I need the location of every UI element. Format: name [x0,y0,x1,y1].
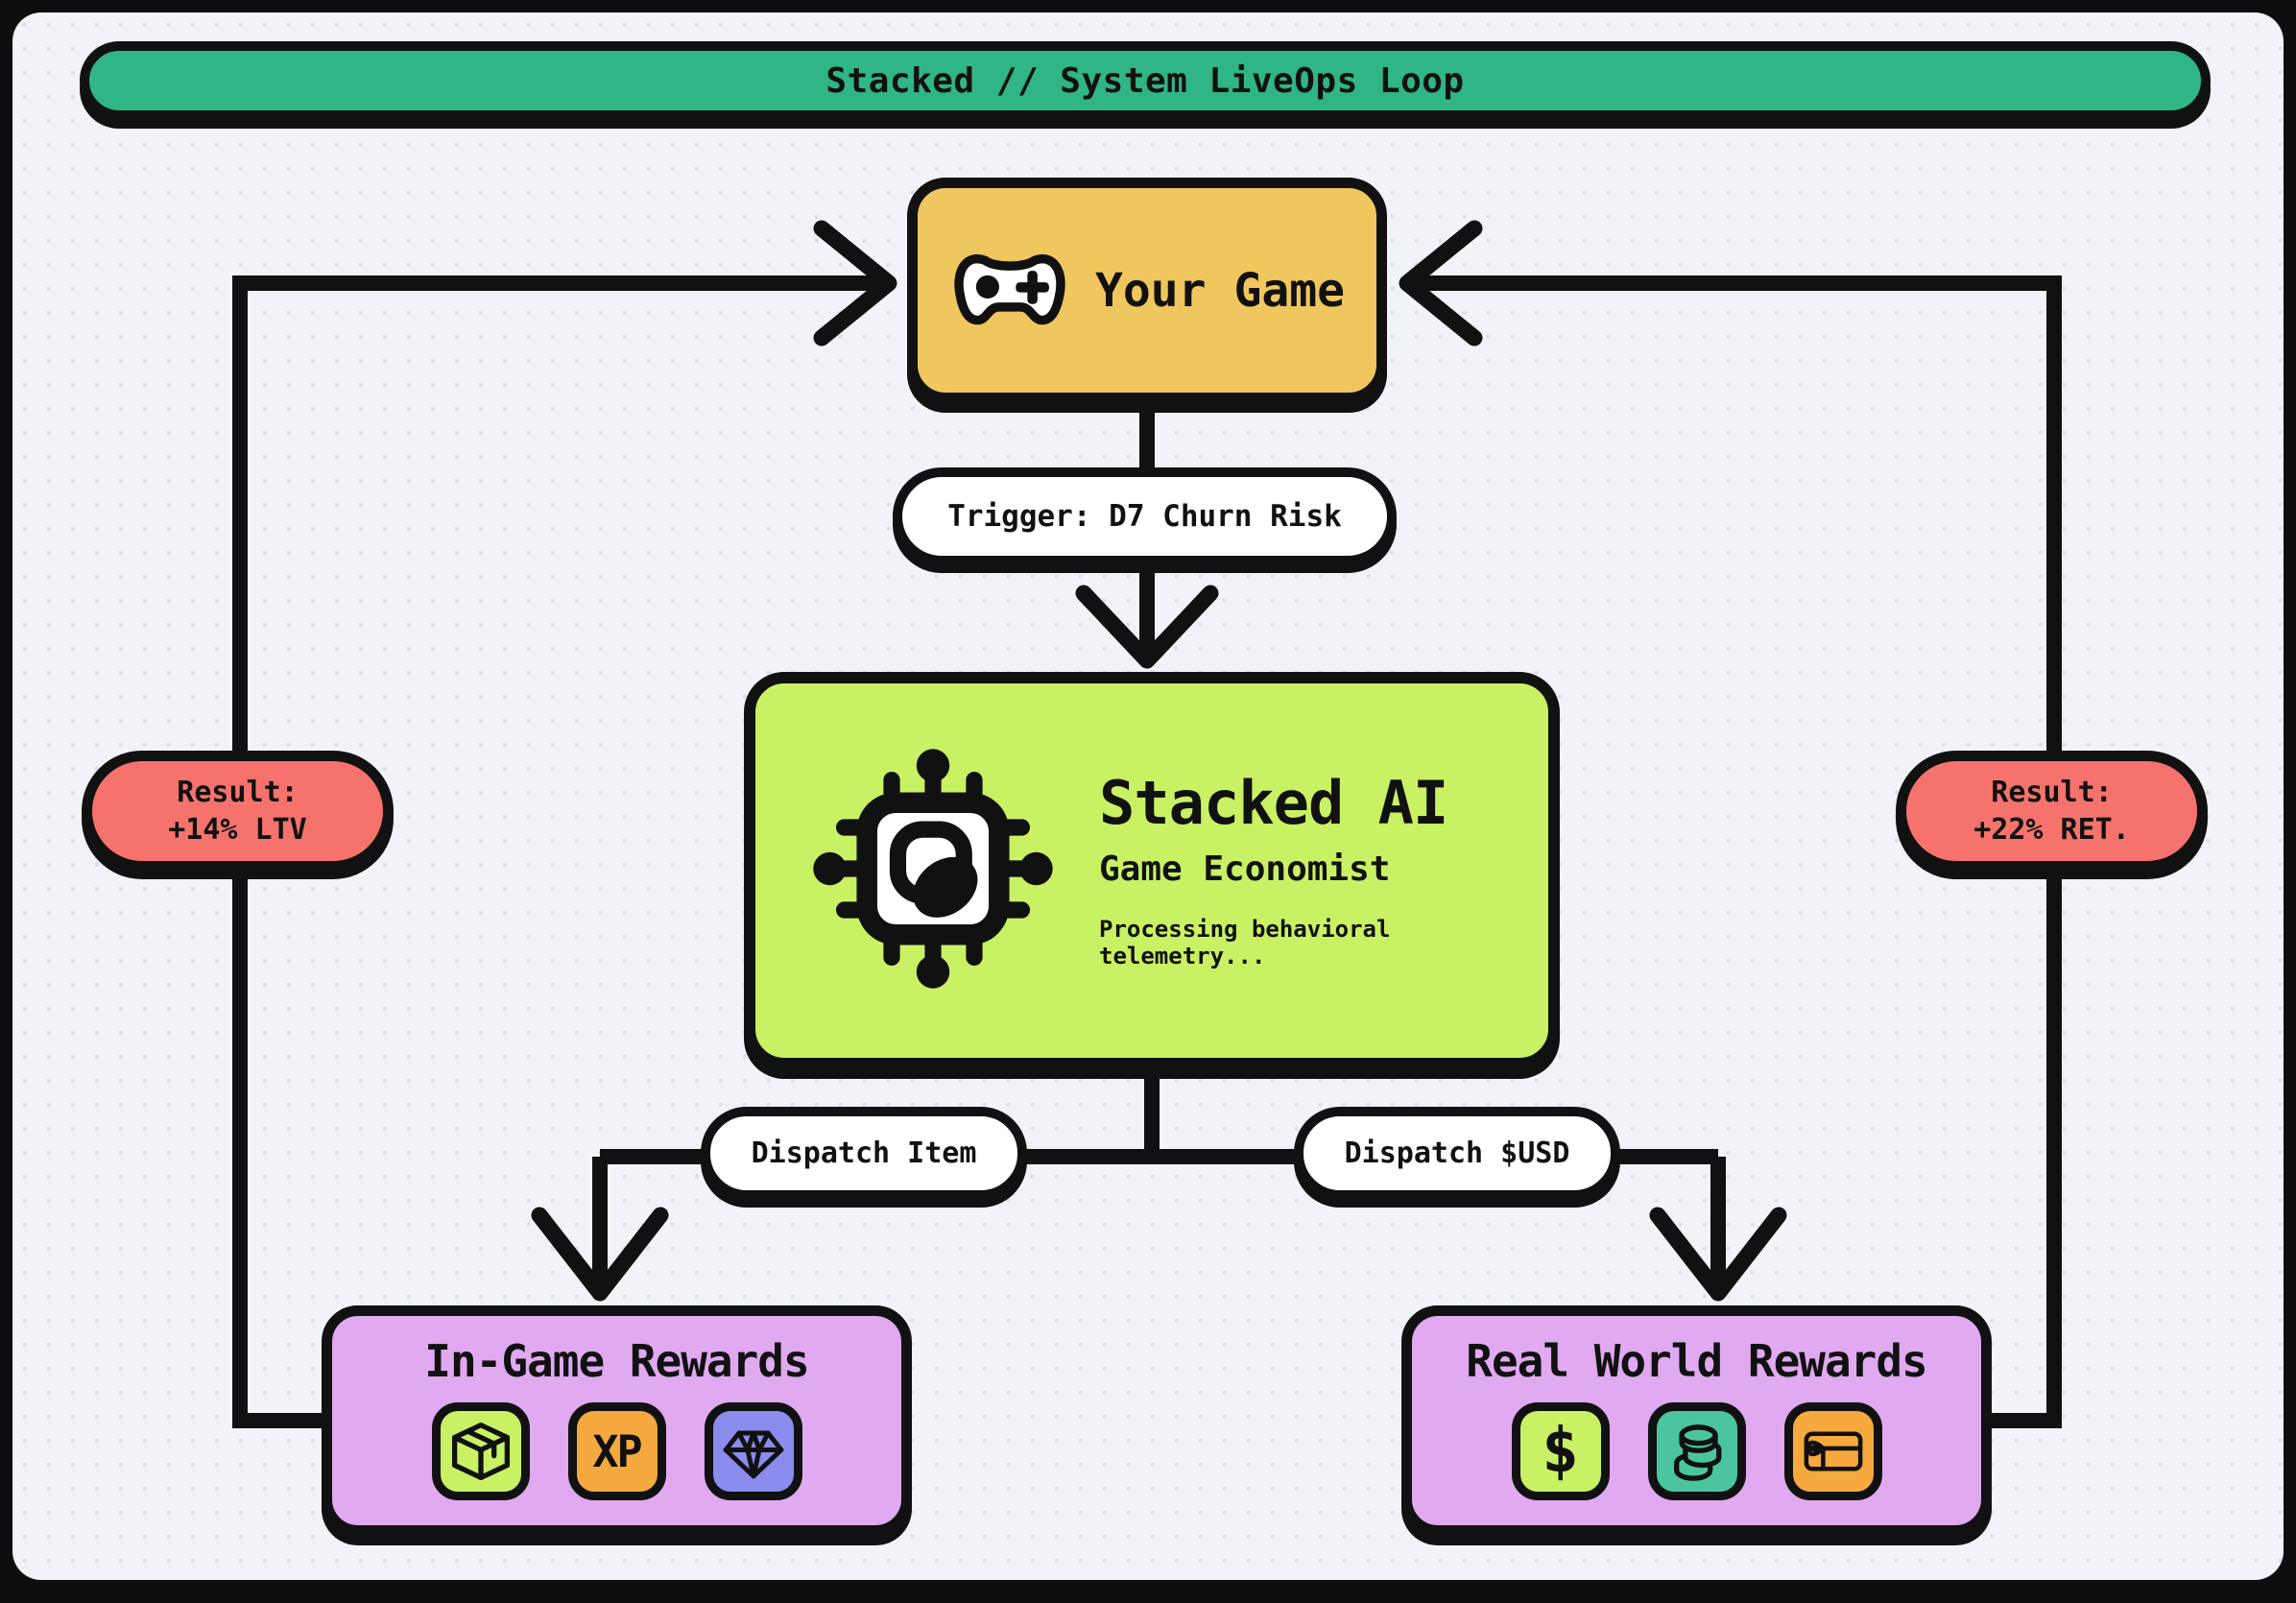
gem-icon [704,1402,802,1500]
edge-label-dispatch-usd: Dispatch $USD [1294,1107,1620,1200]
arrowhead-into-game-left [813,220,897,347]
arrowhead-into-game-right [1399,220,1483,347]
gift-card-icon [1783,1402,1882,1500]
in-game-reward-tiles: XP [431,1402,802,1500]
dispatch-usd-text: Dispatch $USD [1344,1136,1570,1170]
edge-label-trigger: Trigger: D7 Churn Risk [893,467,1397,565]
arrowhead-into-ingame [531,1207,669,1302]
node-your-game: Your Game [907,178,1387,403]
stacked-ai-subtitle: Game Economist [1099,849,1391,890]
ai-chip-icon [809,745,1057,996]
edge-label-result-retention: Result: +22% RET. [1896,751,2208,872]
gamepad-icon [949,249,1070,333]
loot-box-icon [431,1402,530,1500]
coins-icon [1647,1402,1746,1500]
your-game-label: Your Game [1094,263,1346,318]
trigger-text: Trigger: D7 Churn Risk [947,499,1342,534]
result-left-line2: +14% LTV [168,813,307,847]
xp-badge: XP [567,1402,666,1500]
edge-label-dispatch-item: Dispatch Item [701,1107,1027,1200]
arrowhead-into-realworld [1649,1207,1787,1302]
result-left-line1: Result: [177,776,299,809]
stacked-ai-status: Processing behavioral telemetry... [1099,916,1391,970]
result-right-line2: +22% RET. [1973,813,2130,847]
node-in-game-rewards: In-Game Rewards XP [322,1305,912,1536]
dispatch-item-text: Dispatch Item [751,1136,977,1170]
result-right-line1: Result: [1991,776,2113,809]
node-real-world-rewards: Real World Rewards $ [1401,1305,1992,1536]
in-game-rewards-title: In-Game Rewards [424,1335,809,1387]
dollar-label: $ [1542,1416,1579,1487]
stacked-ai-title: Stacked AI [1099,767,1448,838]
edge-label-result-ltv: Result: +14% LTV [82,751,394,872]
node-stacked-ai: Stacked AI Game Economist Processing beh… [744,672,1560,1069]
real-world-reward-tiles: $ [1511,1402,1882,1500]
real-world-rewards-title: Real World Rewards [1466,1335,1927,1387]
arrowhead-into-ai [1075,585,1219,669]
xp-label: XP [592,1425,642,1477]
dollar-icon: $ [1511,1402,1610,1500]
diagram-title-bar: Stacked // System LiveOps Loop [80,41,2211,120]
diagram-title: Stacked // System LiveOps Loop [825,60,1465,101]
